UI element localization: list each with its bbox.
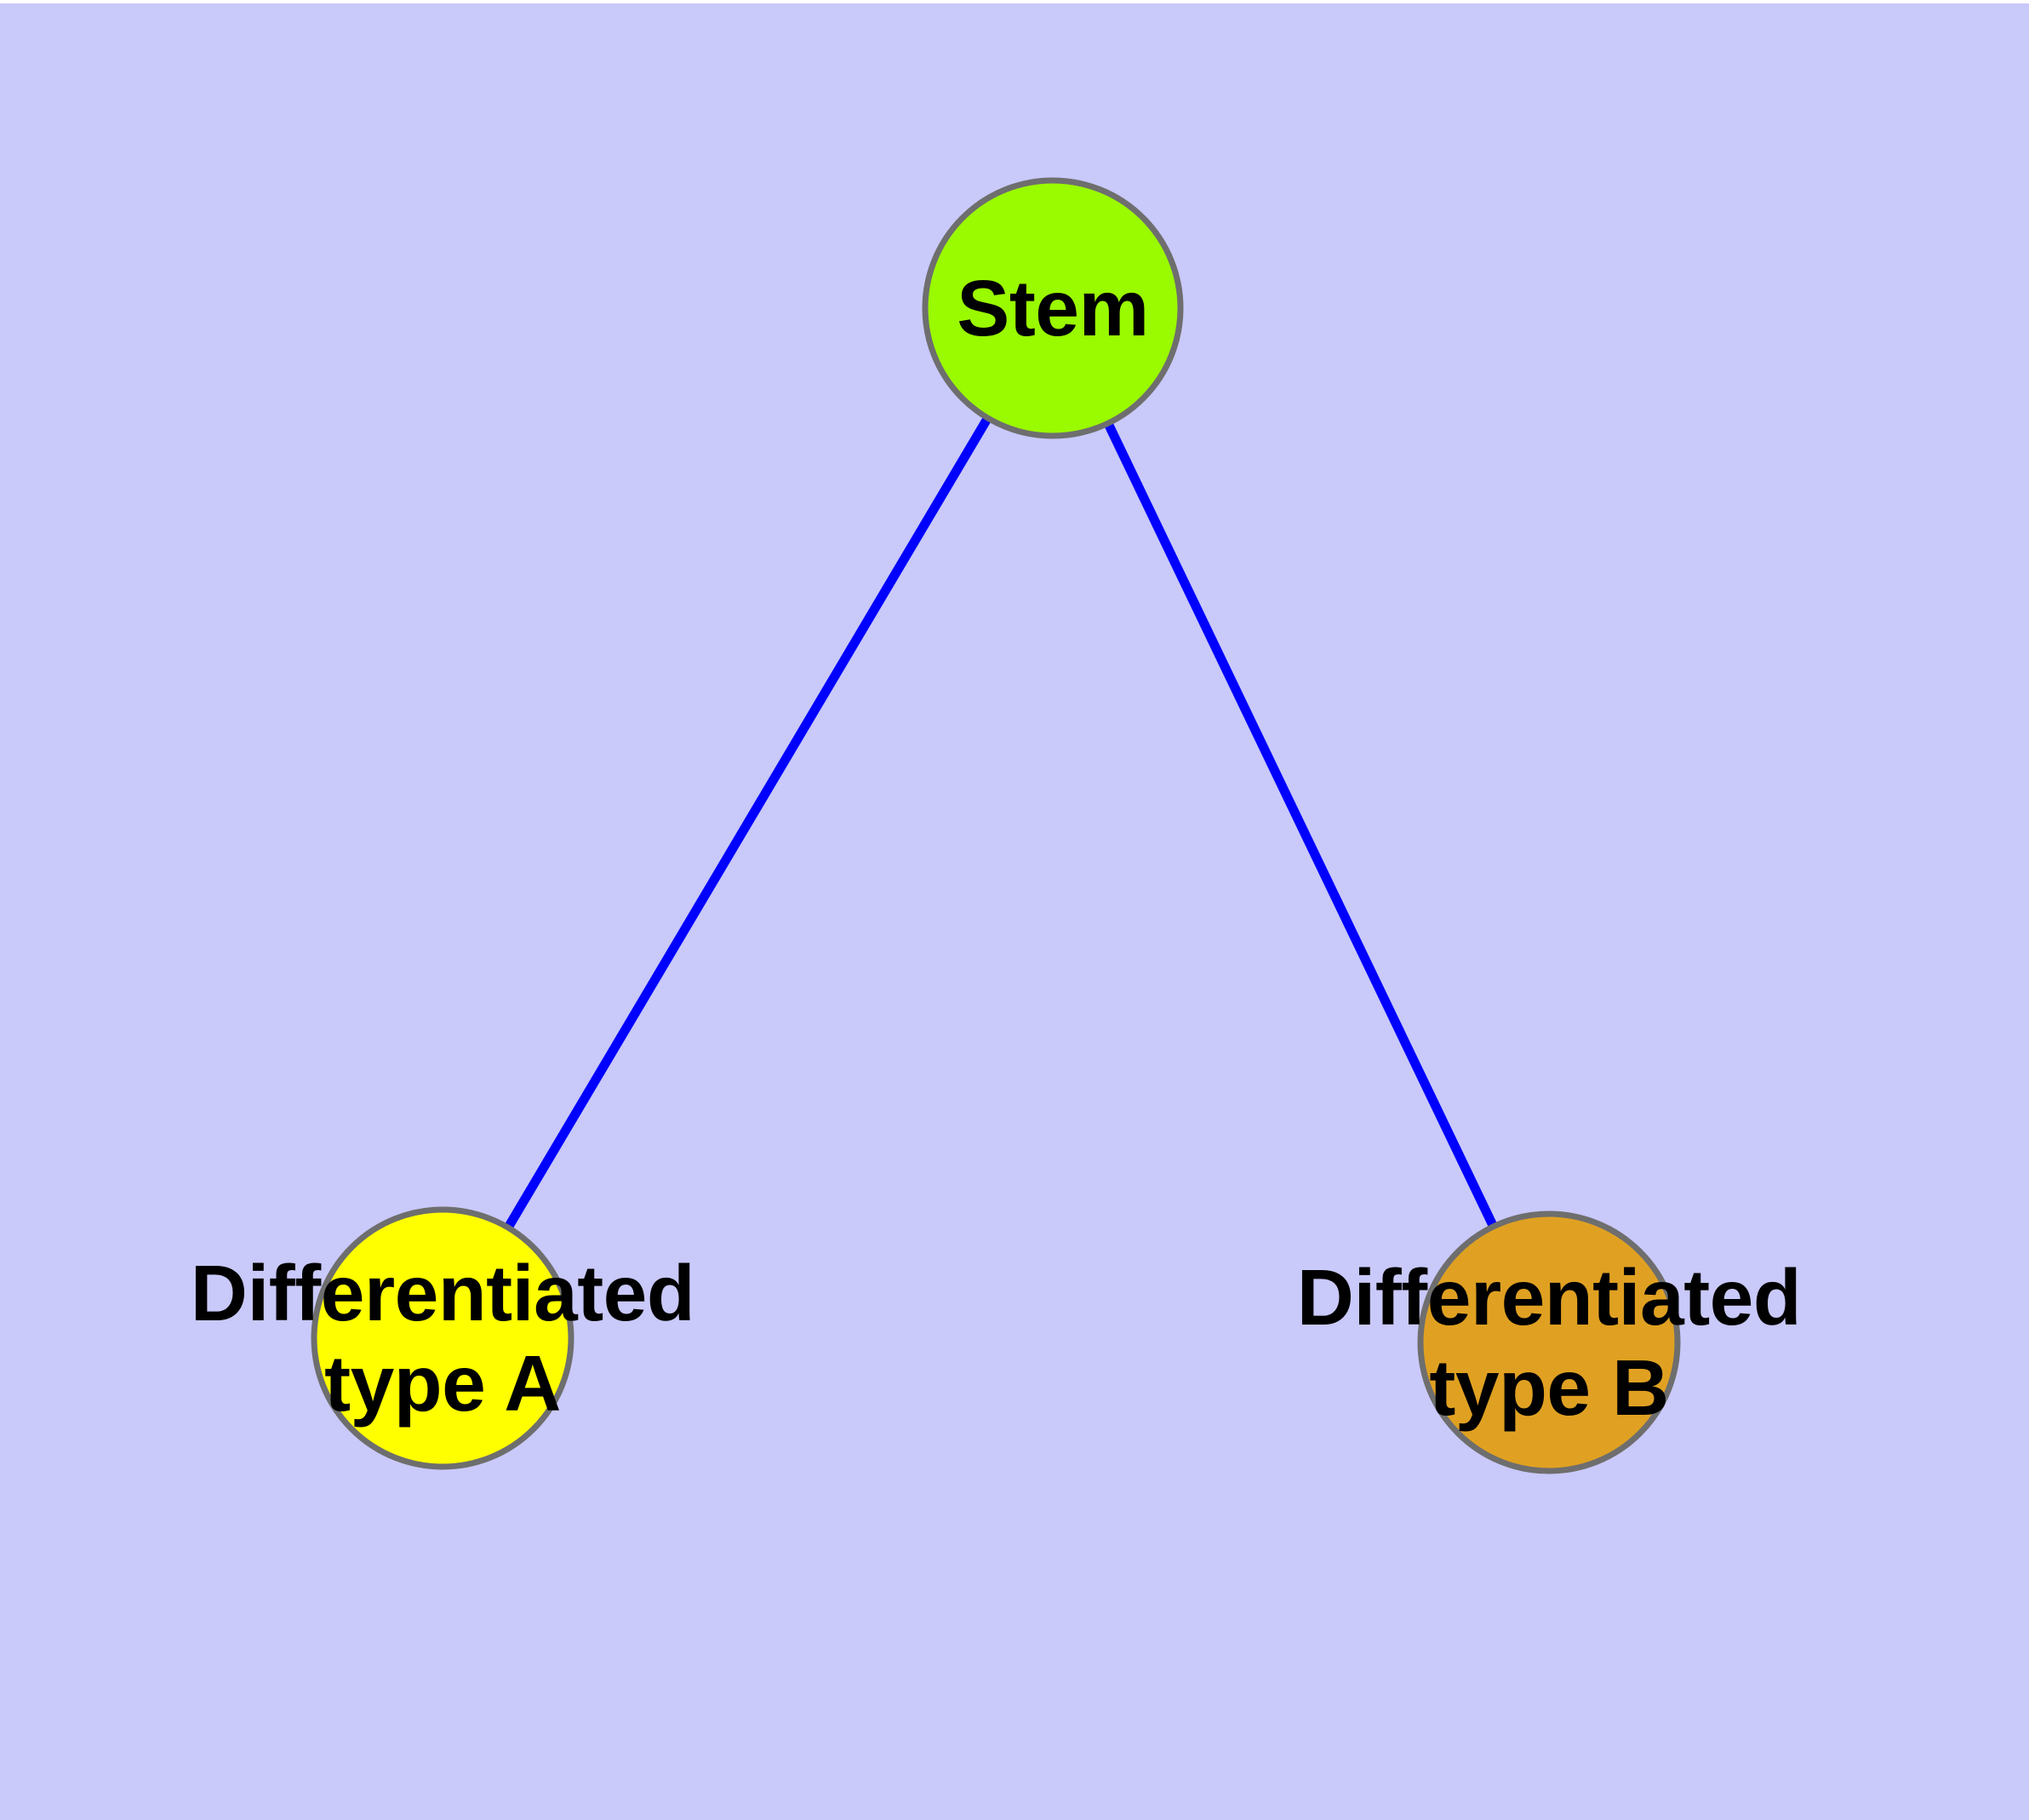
node-circle-diff-a[interactable]: [311, 1206, 574, 1470]
edge-layer: [438, 306, 1553, 1345]
edge-stem-to-diff-b: [1049, 306, 1553, 1345]
node-circle-diff-b[interactable]: [1417, 1210, 1681, 1474]
node-layer: [311, 177, 1681, 1474]
node-circle-stem[interactable]: [922, 177, 1184, 439]
edge-stem-to-diff-a: [438, 306, 1057, 1341]
graph-svg: [311, 177, 1681, 1474]
